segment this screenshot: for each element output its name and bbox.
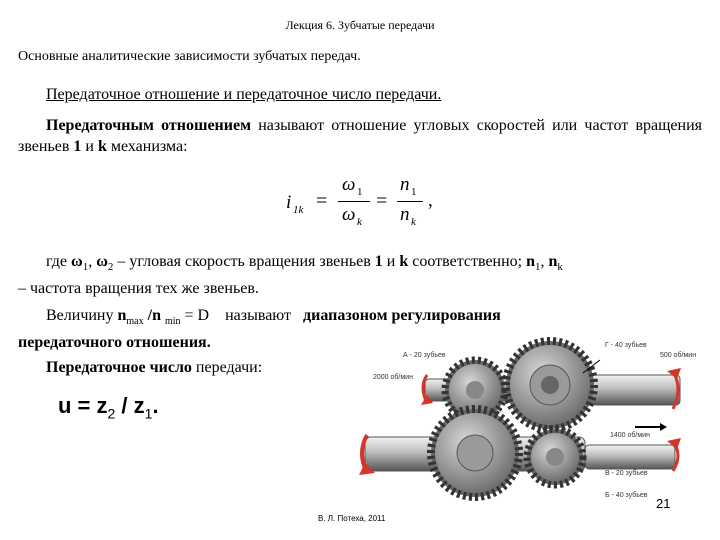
gear-v-icon bbox=[523, 425, 587, 489]
ratio-formula: i 1k = ω 1 ω k = n 1 n k , bbox=[286, 174, 433, 228]
label-speed-500: 500 об/мин bbox=[660, 351, 696, 359]
gear-ratio-equation: u = z2 / z1. bbox=[58, 393, 159, 422]
leader-line bbox=[582, 359, 601, 374]
label-speed-1400: 1400 об/мин bbox=[610, 431, 650, 439]
label-gear-b: Б - 40 зубьев bbox=[605, 491, 648, 499]
gear-b-icon bbox=[427, 405, 523, 501]
lecture-header: Лекция 6. Зубчатые передачи bbox=[285, 18, 435, 32]
gear-number-line: Передаточное число передачи: bbox=[46, 359, 263, 376]
label-gear-a: А - 20 зубьев bbox=[403, 351, 446, 359]
rotation-arrow-head-icon bbox=[667, 368, 681, 379]
footer-author: В. Л. Потеха, 2011 bbox=[318, 514, 386, 523]
section-title: Передаточное отношение и передаточное чи… bbox=[46, 86, 442, 103]
label-gear-g: Г - 40 зубьев bbox=[605, 341, 647, 349]
page-number: 21 bbox=[656, 496, 671, 511]
fraction-bar bbox=[338, 201, 370, 202]
gear-train-illustration: Г - 40 зубьев А - 20 зубьев 500 об/мин 2… bbox=[355, 335, 720, 505]
where-paragraph: где ω1, ω2 – угловая скорость вращения з… bbox=[18, 253, 563, 298]
definition-term: Передаточным отношением bbox=[46, 117, 251, 134]
speed-arrow-head-icon bbox=[660, 423, 667, 431]
rotation-arrow-head-icon bbox=[359, 463, 375, 475]
label-speed-2000: 2000 об/мин bbox=[373, 373, 413, 381]
rotation-arrow-head-icon bbox=[421, 395, 433, 405]
label-gear-v: В - 20 зубьев bbox=[605, 469, 648, 477]
rotation-arrow-head-icon bbox=[667, 438, 681, 449]
gear-g-icon bbox=[502, 337, 598, 433]
lower-shaft-right bbox=[584, 444, 676, 470]
fraction-bar bbox=[397, 201, 423, 202]
range-paragraph: Величину nmax /n min = D называют диапаз… bbox=[18, 307, 501, 352]
slide-subtitle: Основные аналитические зависимости зубча… bbox=[18, 49, 361, 64]
definition-paragraph: Передаточным отношением называют отношен… bbox=[18, 117, 703, 155]
